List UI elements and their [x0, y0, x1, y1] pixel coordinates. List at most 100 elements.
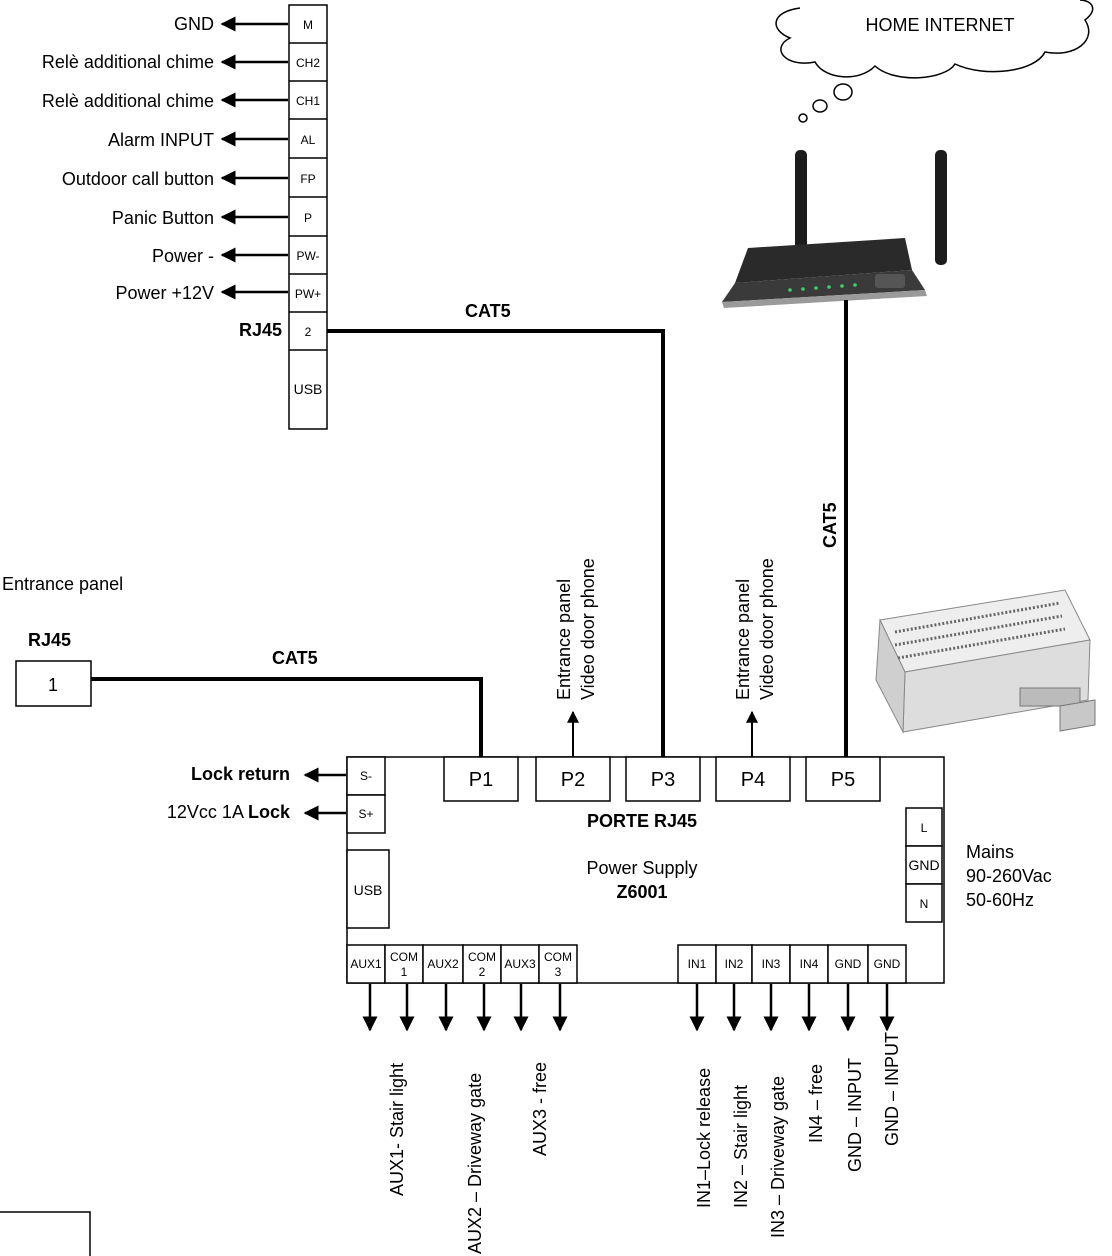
bottom-arrows: [362, 984, 895, 1032]
terminal-gnd-mains-label: GND: [908, 857, 939, 873]
terminal-l-label: L: [921, 821, 928, 835]
power-supply-name: Power Supply: [586, 858, 697, 878]
terminal-pin-ch2: CH2: [296, 56, 320, 70]
partial-frame: [0, 1211, 91, 1256]
port-p2: [535, 756, 611, 802]
terminal-n-label: N: [920, 897, 929, 911]
terminal-s-minus-label: S-: [360, 769, 372, 783]
terminal-com2-top: COM: [468, 950, 496, 964]
output-label-aux2: AUX2 – Driveway gate: [465, 1073, 485, 1254]
port-p5: [805, 756, 881, 802]
output-label-in2: IN2 – Stair light: [731, 1085, 751, 1208]
power-supply-usb-label: USB: [354, 882, 383, 898]
output-label-in3: IN3 – Driveway gate: [768, 1076, 788, 1238]
p2-branch-label-line1: Entrance panel: [554, 579, 574, 700]
terminal-com3-bottom: 3: [555, 965, 562, 979]
power-supply-model: Z6001: [616, 882, 667, 902]
port-p3-label: P3: [651, 769, 675, 791]
wifi-router-icon: [722, 150, 947, 308]
terminal-pin-ch1: CH1: [296, 94, 320, 108]
monitor-label-outdoor-call: Outdoor call button: [62, 169, 214, 189]
port-p3: [625, 756, 701, 802]
cable-label-monitor: CAT5: [465, 301, 511, 321]
input-terminal-row: IN1 IN2 IN3 IN4 GND GND: [677, 944, 907, 984]
terminal-aux1: AUX1: [350, 957, 382, 971]
thought-bubble: [833, 83, 853, 101]
output-label-aux3: AUX3 - free: [530, 1062, 550, 1156]
cable-label-entrance: CAT5: [272, 648, 318, 668]
lock-bold: Lock: [248, 802, 291, 822]
din-rail-module-icon: [875, 589, 1096, 734]
output-label-aux1: AUX1- Stair light: [387, 1063, 407, 1196]
monitor-label-alarm: Alarm INPUT: [108, 130, 214, 150]
home-internet-cloud: HOME INTERNET: [775, 0, 1094, 123]
monitor-label-ch2: Relè additional chime: [42, 52, 214, 72]
terminal-s-plus: [346, 794, 386, 834]
power-supply-usb: [346, 849, 390, 929]
terminal-aux3: AUX3: [504, 957, 536, 971]
rj45-port-row: P1 P2 P3 P4 P5: [443, 756, 881, 802]
entrance-port-label: 1: [48, 675, 58, 695]
home-internet-label: HOME INTERNET: [865, 15, 1014, 35]
terminal-in4: IN4: [800, 957, 819, 971]
terminal-pin-m: M: [303, 18, 313, 32]
terminal-com2-bottom: 2: [479, 965, 486, 979]
mains-frequency: 50-60Hz: [966, 890, 1034, 910]
monitor-label-power-minus: Power -: [152, 246, 214, 266]
entrance-panel-caption: Entrance panel: [2, 574, 123, 594]
aux-terminal-row: AUX1 COM 1 AUX2 COM 2 AUX3 COM 3: [346, 944, 578, 984]
terminal-l: [905, 807, 943, 847]
terminal-com1-bottom: 1: [401, 965, 408, 979]
port-p4: [715, 756, 791, 802]
terminal-gnd-1: GND: [835, 957, 862, 971]
output-label-gnd1: GND – INPUT: [845, 1058, 865, 1172]
port-p1: [443, 756, 519, 802]
output-label-in1: IN1–Lock release: [694, 1068, 714, 1208]
ports-caption: PORTE RJ45: [587, 811, 697, 831]
monitor-label-panic: Panic Button: [112, 208, 214, 228]
terminal-gnd-mains: [905, 845, 943, 885]
p2-branch-label-line2: Video door phone: [578, 558, 598, 700]
terminal-pin-al: AL: [301, 133, 316, 147]
terminal-com3-top: COM: [544, 950, 572, 964]
terminal-gnd-2: GND: [874, 957, 901, 971]
thought-bubble: [798, 113, 808, 123]
mains-label: Mains: [966, 842, 1014, 862]
terminal-com1-top: COM: [390, 950, 418, 964]
cable-label-router: CAT5: [820, 502, 840, 548]
lock-return-label: Lock return: [191, 764, 290, 784]
cable-monitor-to-p3: [327, 329, 665, 757]
monitor-rj45-label: RJ45: [239, 320, 282, 340]
output-label-gnd2: GND – INPUT: [882, 1032, 902, 1146]
lock-prefix: 12Vcc 1A: [167, 802, 244, 822]
monitor-arrows: [220, 16, 288, 300]
entrance-rj45-label: RJ45: [28, 630, 71, 650]
monitor-terminal-block: M CH2 CH1 AL FP P PW- PW+ 2 USB: [288, 4, 328, 430]
terminal-pin-p: P: [304, 211, 312, 225]
terminal-in3: IN3: [762, 957, 781, 971]
port-p2-label: P2: [561, 769, 585, 791]
terminal-usb-label: USB: [294, 381, 323, 397]
lock-label: 12Vcc 1A Lock: [167, 802, 291, 822]
terminal-pin-rj45-2: 2: [305, 325, 312, 339]
p4-branch-label-line2: Video door phone: [757, 558, 777, 700]
terminal-pin-fp: FP: [300, 172, 315, 186]
terminal-in2: IN2: [725, 957, 744, 971]
output-label-in4: IN4 – free: [806, 1064, 826, 1143]
terminal-pin-pw-minus: PW-: [296, 249, 319, 263]
monitor-label-ch1: Relè additional chime: [42, 91, 214, 111]
thought-bubble: [812, 99, 828, 113]
mains-voltage: 90-260Vac: [966, 866, 1052, 886]
p4-branch-label-line1: Entrance panel: [733, 579, 753, 700]
entrance-port-box: [15, 660, 92, 707]
terminal-n: [905, 883, 943, 923]
port-p1-label: P1: [469, 769, 493, 791]
port-p4-label: P4: [741, 769, 765, 791]
terminal-in1: IN1: [688, 957, 707, 971]
monitor-label-gnd: GND: [174, 14, 214, 34]
terminal-aux2: AUX2: [427, 957, 459, 971]
terminal-s-plus-label: S+: [358, 807, 373, 821]
terminal-pin-pw-plus: PW+: [295, 287, 321, 301]
monitor-label-power-plus: Power +12V: [115, 283, 214, 303]
cable-entrance-to-p1: [91, 677, 483, 757]
